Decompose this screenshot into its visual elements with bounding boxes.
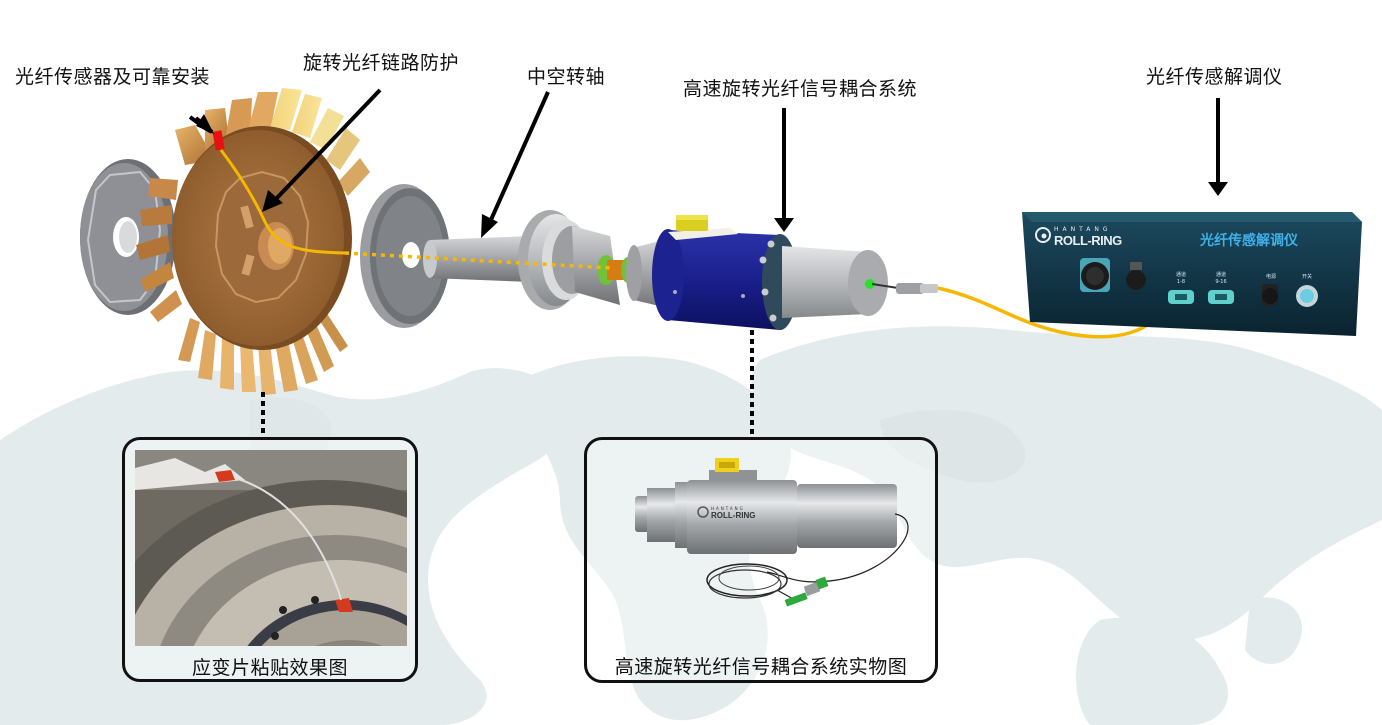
inset-strain-gauge-caption: 应变片粘贴效果图	[191, 657, 348, 679]
arrow-head-fiber-protection	[262, 190, 283, 212]
arrow-head-coupling	[774, 218, 794, 232]
hollow-shaft	[423, 236, 530, 282]
arrow-head-demodulator	[1208, 182, 1228, 196]
callout-demodulator-label: 光纤传感解调仪	[1146, 66, 1283, 88]
callout-sensor-label: 光纤传感器及可靠安装	[15, 66, 211, 88]
fiber-route-on-disk	[219, 149, 346, 255]
arrow-head-shaft	[481, 214, 498, 238]
rotary-joint	[626, 215, 938, 330]
turbine-wheel	[136, 88, 370, 395]
device-panel-title: 光纤传感解调仪	[1200, 233, 1298, 249]
strain-gauge-photo	[135, 450, 407, 646]
port-label-power: 电源	[1265, 274, 1276, 280]
bearing	[518, 210, 620, 310]
demodulator-device	[1022, 212, 1362, 336]
callout-coupling-system-label: 高速旋转光纤信号耦合系统	[683, 78, 918, 100]
callout-fiber-protection-label: 旋转光纤链路防护	[303, 52, 460, 74]
callout-hollow-shaft-label: 中空转轴	[527, 66, 606, 88]
inset-rotary-joint-photo: HANTANG ROLL-RING 高速旋转光纤信号耦合系统实物图	[584, 437, 938, 683]
photo-brand-top: HANTANG	[711, 506, 745, 511]
inset-rotary-joint-caption: 高速旋转光纤信号耦合系统实物图	[614, 656, 908, 678]
arrow-head-sensor	[196, 114, 214, 134]
inset-strain-gauge-photo: 应变片粘贴效果图	[122, 437, 418, 682]
port-label-switch: 开关	[1301, 274, 1312, 280]
photo-brand-bottom: ROLL-RING	[711, 511, 755, 520]
device-brand-logo: HANTANG ROLL-RING	[1054, 226, 1122, 248]
rotary-joint-photo: HANTANG ROLL-RING	[635, 458, 909, 607]
